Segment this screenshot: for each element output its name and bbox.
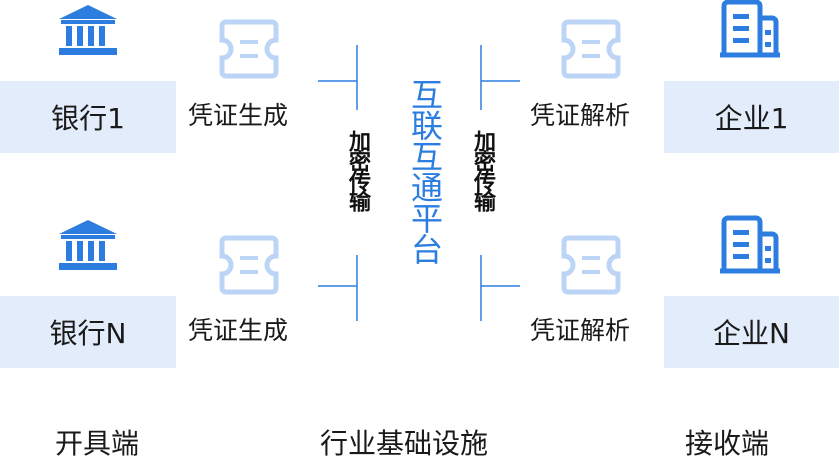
receiver-label: 企业N (713, 317, 790, 350)
platform-title: 互联互通平台 (406, 78, 444, 264)
sender-label: 银行N (49, 317, 127, 350)
building-icon (720, 0, 780, 58)
right-connector-lines (480, 45, 520, 321)
sender-box-bank-1: 银行1 (0, 81, 176, 153)
sender-label: 银行1 (51, 102, 125, 135)
right-transport-label: 加密传输 (470, 130, 495, 210)
voucher-icon (219, 235, 279, 295)
sender-action-label: 凭证生成 (188, 316, 289, 345)
receiver-box-company-1: 企业1 (664, 81, 839, 153)
receiver-action-label: 凭证解析 (530, 101, 631, 130)
sender-box-bank-n: 银行N (0, 296, 176, 368)
footer-receiver-side: 接收端 (685, 427, 770, 460)
receiver-action-label: 凭证解析 (530, 316, 631, 345)
left-transport-label: 加密传输 (345, 130, 370, 210)
footer-infrastructure: 行业基础设施 (320, 427, 489, 460)
voucher-icon (561, 235, 621, 295)
sender-action-label: 凭证生成 (188, 101, 289, 130)
left-connector-lines (318, 45, 358, 321)
receiver-label: 企业1 (714, 102, 789, 135)
voucher-icon (561, 19, 621, 79)
bank-icon (59, 5, 117, 55)
bank-icon (59, 220, 117, 270)
footer-sender-side: 开具端 (55, 427, 140, 460)
voucher-icon (219, 19, 279, 79)
building-icon (720, 215, 780, 274)
receiver-box-company-n: 企业N (664, 296, 839, 368)
